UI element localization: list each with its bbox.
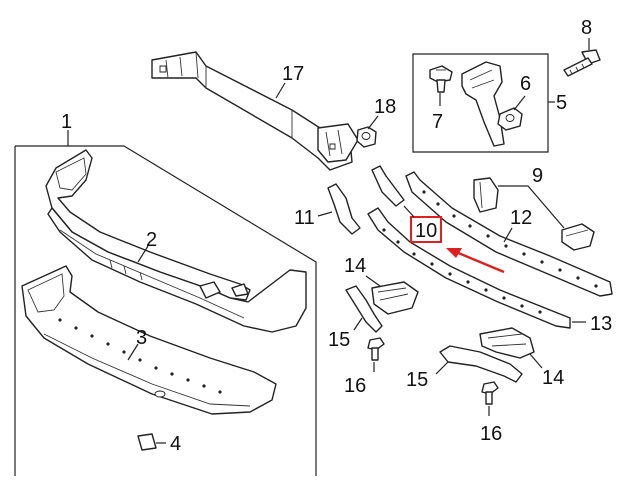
callout-8: 8	[581, 17, 592, 39]
lower-valance-part-3	[21, 265, 277, 415]
callout-10: 10	[415, 220, 437, 242]
cap-part-4	[137, 433, 157, 451]
kit-box-5	[412, 53, 549, 153]
absorber-strip-part-12	[405, 171, 613, 297]
leader-2	[137, 245, 149, 263]
highlight-box-10	[410, 216, 442, 243]
callout-14-upper: 14	[344, 255, 366, 277]
callout-2: 2	[146, 229, 157, 251]
callout-4: 4	[170, 433, 181, 455]
callout-12: 12	[510, 207, 532, 229]
clip-part-7	[429, 65, 453, 93]
callout-18: 18	[374, 96, 396, 118]
bumper-cover-part-2	[45, 149, 307, 333]
callout-1: 1	[61, 111, 72, 133]
callout-15-upper: 15	[328, 329, 350, 351]
leader-6	[513, 95, 526, 111]
leader-15-upper	[353, 317, 363, 331]
reinforcement-beam-part-17	[151, 51, 359, 171]
leader-14-lower	[529, 353, 543, 369]
leader-17	[275, 82, 286, 99]
screw-part-16-lower	[481, 381, 499, 405]
bracket-part-14-upper	[371, 281, 419, 315]
bracket-part-15-upper	[345, 285, 383, 333]
assembly-box-1	[14, 145, 317, 476]
leader-14-upper	[365, 275, 381, 287]
callout-6: 6	[520, 73, 531, 95]
side-bracket-part-11	[327, 183, 361, 235]
nut-part-18	[356, 126, 377, 148]
callout-5: 5	[556, 92, 567, 114]
callout-9: 9	[532, 165, 543, 187]
callout-16-upper: 16	[344, 375, 366, 397]
callout-7: 7	[432, 111, 443, 133]
callout-3: 3	[136, 327, 147, 349]
leader-10	[403, 205, 415, 218]
red-arrow-icon	[446, 248, 505, 274]
bracket-part-6	[461, 61, 523, 147]
leader-18	[367, 115, 379, 130]
leader-3	[127, 343, 139, 361]
leader-15-lower	[435, 361, 449, 375]
bolt-part-8	[563, 49, 601, 77]
callout-13: 13	[590, 313, 612, 335]
leader-9	[498, 185, 565, 229]
callout-17: 17	[282, 63, 304, 85]
bracket-part-15-lower	[439, 345, 523, 383]
leader-12	[503, 227, 513, 243]
bracket-part-9	[473, 177, 595, 251]
callout-14-lower: 14	[542, 367, 564, 389]
screw-part-16-upper	[367, 337, 385, 361]
callout-16-lower: 16	[480, 423, 502, 445]
leader-11	[317, 211, 333, 217]
callout-15-lower: 15	[406, 369, 428, 391]
bracket-part-14-lower	[479, 327, 535, 359]
absorber-strip-part-10	[367, 165, 571, 329]
callout-11: 11	[294, 207, 315, 229]
